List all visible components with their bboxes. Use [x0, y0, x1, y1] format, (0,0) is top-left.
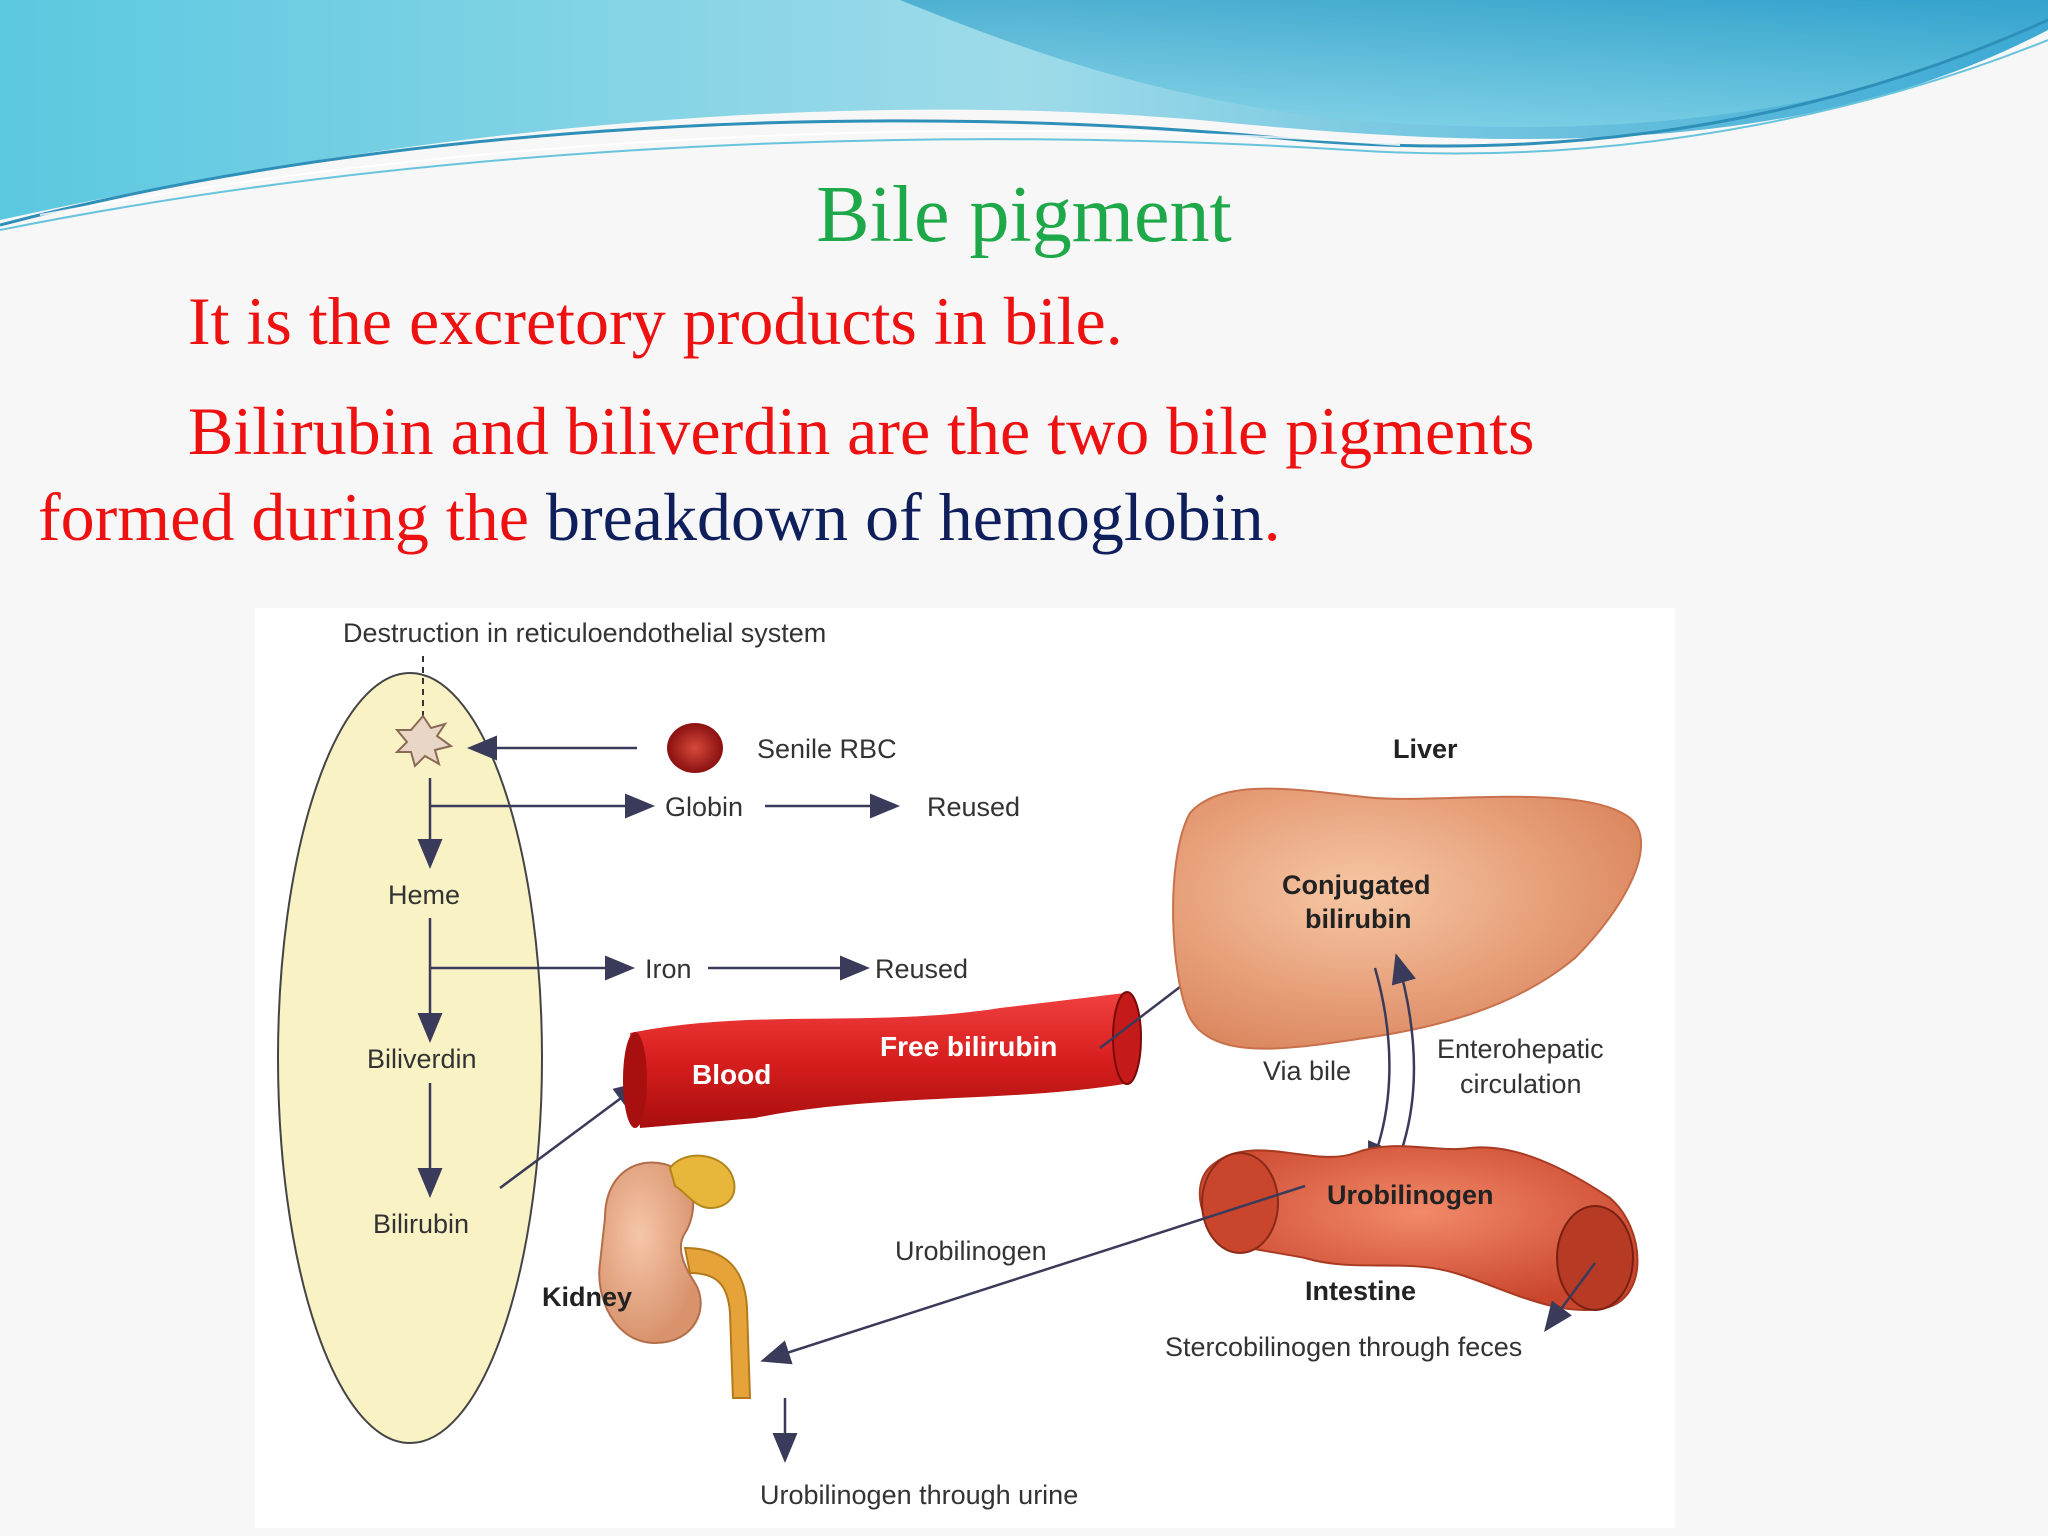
line3-period: . [1263, 479, 1281, 555]
re-system-ellipse [277, 672, 543, 1444]
destruction-burst-icon [394, 714, 454, 768]
biliverdin-label: Biliverdin [367, 1044, 477, 1074]
blood-vessel-end-right [1112, 991, 1142, 1085]
feces-arrow [1544, 1262, 1597, 1333]
via-bile-arrow [1368, 967, 1392, 1173]
diagram-svg: Destruction in reticuloendothelial syste… [277, 618, 1642, 1510]
urobilinogen-urine-label: Urobilinogen through urine [760, 1480, 1078, 1510]
conjugated-label-2: bilirubin [1305, 904, 1411, 934]
free-bilirubin-label: Free bilirubin [880, 1031, 1057, 1062]
adrenal-shape [668, 1154, 736, 1210]
stercobilinogen-label: Stercobilinogen through feces [1165, 1332, 1522, 1362]
line3-highlight: breakdown of hemoglobin [545, 479, 1264, 555]
via-bile-label: Via bile [1263, 1056, 1351, 1086]
header-wave-decoration [0, 0, 2048, 231]
header-label: Destruction in reticuloendothelial syste… [343, 618, 826, 648]
iron-label: Iron [645, 954, 692, 984]
liver-label: Liver [1393, 734, 1458, 764]
enterohepatic-label-2: circulation [1460, 1069, 1582, 1099]
liver-shape [1172, 787, 1642, 1050]
globin-label: Globin [665, 792, 743, 822]
conjugated-label-1: Conjugated [1282, 870, 1431, 900]
slide-title: Bile pigment [816, 171, 1232, 259]
bullet-line-3: formed during the breakdown of hemoglobi… [38, 478, 1281, 557]
reused-label-2: Reused [875, 954, 968, 984]
bile-pigment-diagram: Destruction in reticuloendothelial syste… [255, 608, 1675, 1528]
senile-rbc-label: Senile RBC [757, 734, 897, 764]
intestine-to-kidney-arrow [760, 1184, 1306, 1365]
intestine-end-left [1201, 1152, 1279, 1254]
intestine-label: Intestine [1305, 1276, 1416, 1306]
urobilinogen-arrow-label: Urobilinogen [895, 1236, 1047, 1266]
blood-label: Blood [692, 1059, 771, 1090]
line3-text: formed during the [38, 479, 546, 555]
heme-label: Heme [388, 880, 460, 910]
bilirubin-to-blood-arrow [499, 1081, 645, 1190]
bullet-line-2: Bilirubin and biliverdin are the two bil… [188, 393, 1535, 469]
blood-vessel [630, 993, 1130, 1128]
kidney-shape [598, 1161, 702, 1345]
rbc-icon [667, 723, 723, 773]
blood-vessel-end-left [623, 1032, 647, 1128]
bilirubin-label: Bilirubin [373, 1209, 469, 1239]
intestine-urobilinogen-label: Urobilinogen [1327, 1180, 1493, 1210]
kidney-label: Kidney [542, 1282, 632, 1312]
enterohepatic-label-1: Enterohepatic [1437, 1034, 1604, 1064]
bullet-line-1: It is the excretory products in bile. [188, 283, 1123, 359]
ureter-shape [683, 1246, 752, 1399]
intestine-end-right [1556, 1205, 1634, 1311]
reused-label-1: Reused [927, 792, 1020, 822]
